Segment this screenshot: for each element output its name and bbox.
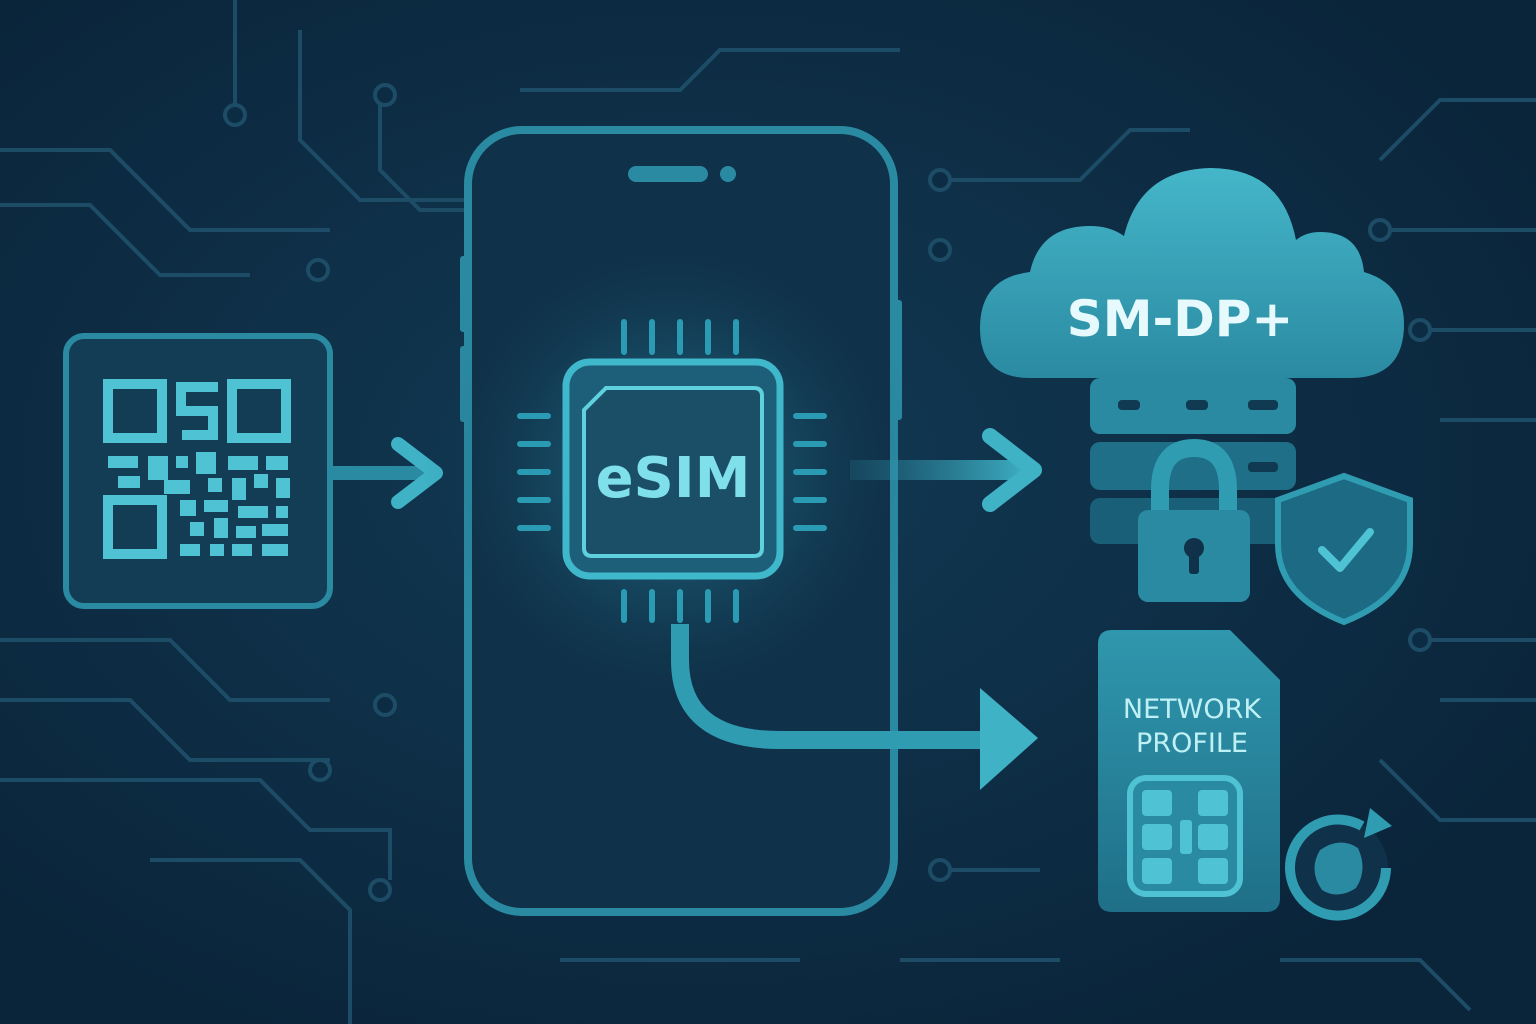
esim-chip-icon	[517, 319, 827, 623]
chip-label: eSIM	[596, 446, 751, 511]
sim-label-line2: PROFILE	[1136, 728, 1248, 759]
circuit-nodes	[223, 83, 1432, 902]
cloud-label: SM-DP+	[1067, 290, 1294, 348]
sim-card-icon	[1098, 630, 1280, 912]
cloud-icon	[980, 168, 1404, 378]
arrow-right-icon	[850, 428, 1042, 512]
padlock-icon	[1138, 438, 1250, 602]
arrow-right-icon	[671, 624, 1038, 790]
qr-code-icon	[63, 333, 333, 609]
refresh-icon	[1285, 808, 1392, 921]
sim-label-line1: NETWORK	[1123, 694, 1262, 725]
shield-check-icon	[1275, 472, 1413, 626]
